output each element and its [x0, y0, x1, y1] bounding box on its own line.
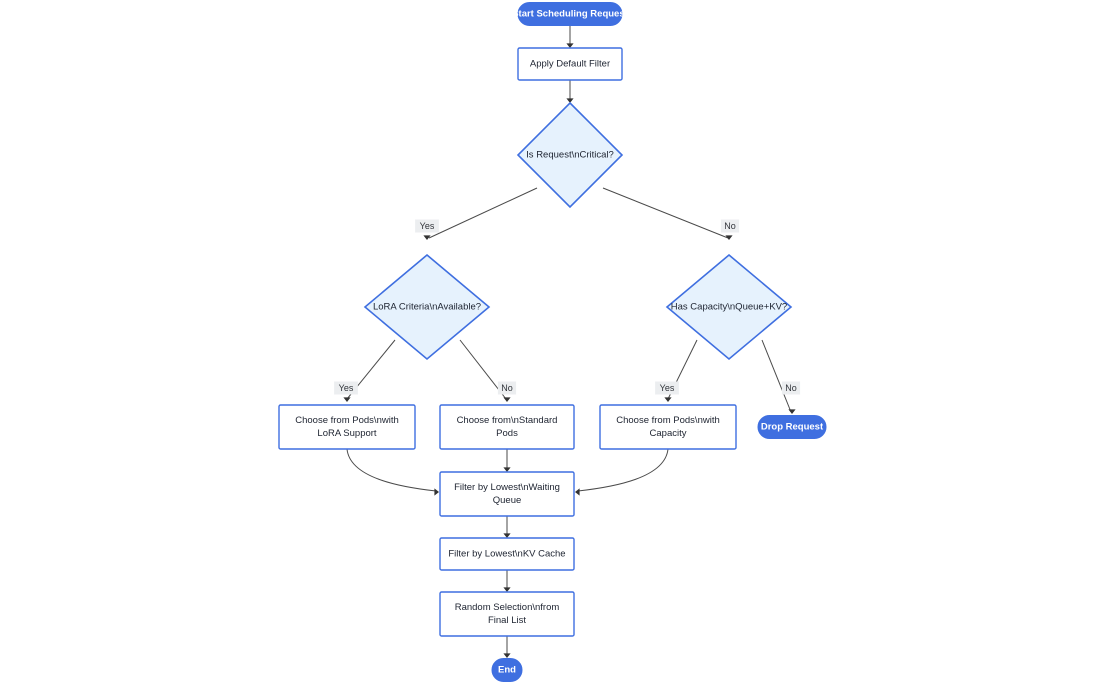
edge-arrowhead	[566, 98, 574, 103]
terminal-shape[interactable]	[757, 415, 827, 439]
decision-shape[interactable]	[516, 101, 624, 209]
node-label: Choose from Pods\nwith	[616, 415, 720, 426]
node-lora-criteria-available[interactable]: LoRA Criteria\nAvailable?	[363, 253, 491, 361]
process-shape[interactable]	[439, 537, 575, 571]
edge-label-background	[781, 381, 801, 395]
node-label: LoRA Support	[317, 428, 377, 439]
node-label: Choose from\nStandard	[457, 415, 558, 426]
node-label: Filter by Lowest\nKV Cache	[448, 549, 565, 560]
edge-label-background	[720, 219, 740, 233]
edge-label-text: Yes	[420, 221, 435, 231]
node-label: Apply Default Filter	[530, 59, 610, 70]
edge-label-background	[497, 381, 517, 395]
edge-choose-capacity-pods-to-filter-waiting-queue	[575, 448, 669, 496]
edge-apply-default-filter-to-is-request-critical	[566, 80, 574, 103]
node-start[interactable]: Start Scheduling Request	[512, 2, 629, 26]
edge-is-request-critical-to-lora-criteria-available	[423, 187, 538, 240]
edge-arrowhead	[503, 397, 511, 402]
node-end[interactable]: End	[491, 658, 523, 682]
terminal-shape[interactable]	[491, 658, 523, 682]
edge-label-text: No	[785, 383, 797, 393]
edge-line	[346, 448, 437, 492]
process-shape[interactable]	[599, 404, 737, 450]
node-label: Start Scheduling Request	[512, 9, 628, 20]
node-label: Capacity	[650, 428, 687, 439]
node-label: Random Selection\nfrom	[455, 602, 560, 613]
edge-choose-lora-pods-to-filter-waiting-queue	[346, 448, 439, 496]
edge-label-no-has-capacity: No	[720, 219, 740, 233]
node-label: Drop Request	[761, 422, 824, 433]
node-label: Has Capacity\nQueue+KV?	[671, 302, 787, 313]
decision-shape[interactable]	[665, 253, 793, 361]
node-label: LoRA Criteria\nAvailable?	[373, 302, 481, 313]
edge-label-text: No	[724, 221, 736, 231]
process-shape[interactable]	[439, 591, 575, 637]
edge-label-background	[415, 219, 439, 233]
edge-arrowhead	[343, 397, 351, 402]
terminal-shape[interactable]	[517, 2, 623, 26]
edge-arrowhead	[566, 43, 574, 48]
edge-label-background	[334, 381, 358, 395]
edge-start-to-apply-default-filter	[566, 26, 574, 48]
node-label: Pods	[496, 428, 518, 439]
edge-arrowhead	[664, 397, 672, 402]
node-label: Is Request\nCritical?	[526, 150, 614, 161]
edge-arrowhead	[725, 235, 733, 240]
edge-arrowhead	[423, 235, 431, 240]
edge-arrowhead	[503, 653, 511, 658]
edge-line	[577, 448, 669, 492]
edge-label-yes-lora-criteria-available: Yes	[415, 219, 439, 233]
edge-line	[428, 187, 538, 239]
edge-label-text: Yes	[660, 383, 675, 393]
node-label: Queue	[493, 495, 522, 506]
node-drop-request[interactable]: Drop Request	[757, 415, 827, 439]
process-shape[interactable]	[517, 47, 623, 81]
process-shape[interactable]	[439, 404, 575, 450]
edge-random-selection-to-end	[503, 636, 511, 658]
edge-choose-standard-pods-to-filter-waiting-queue	[503, 449, 511, 472]
edge-label-text: Yes	[339, 383, 354, 393]
edge-label-yes-choose-capacity-pods: Yes	[655, 381, 679, 395]
edge-label-text: No	[501, 383, 513, 393]
node-filter-kv-cache[interactable]: Filter by Lowest\nKV Cache	[439, 537, 575, 571]
edge-arrowhead	[503, 467, 511, 472]
process-shape[interactable]	[278, 404, 416, 450]
node-label: Filter by Lowest\nWaiting	[454, 482, 560, 493]
node-label: Final List	[488, 615, 526, 626]
edge-arrowhead	[503, 533, 511, 538]
node-has-capacity[interactable]: Has Capacity\nQueue+KV?	[665, 253, 793, 361]
node-label: Choose from Pods\nwith	[295, 415, 399, 426]
edge-has-capacity-to-drop-request	[761, 339, 796, 414]
node-is-request-critical[interactable]: Is Request\nCritical?	[516, 101, 624, 209]
edge-label-yes-choose-lora-pods: Yes	[334, 381, 358, 395]
edge-label-no-drop-request: No	[781, 381, 801, 395]
edge-filter-waiting-queue-to-filter-kv-cache	[503, 516, 511, 538]
edge-is-request-critical-to-has-capacity	[602, 187, 733, 240]
edge-arrowhead	[503, 587, 511, 592]
node-apply-default-filter[interactable]: Apply Default Filter	[517, 47, 623, 81]
edge-arrowhead	[434, 488, 439, 496]
edge-line	[602, 187, 729, 239]
edge-filter-kv-cache-to-random-selection	[503, 570, 511, 592]
edge-arrowhead	[788, 409, 796, 414]
edge-line	[761, 339, 792, 413]
edge-label-background	[655, 381, 679, 395]
node-label: End	[498, 665, 516, 676]
edge-label-no-choose-standard-pods: No	[497, 381, 517, 395]
decision-shape[interactable]	[363, 253, 491, 361]
process-shape[interactable]	[439, 471, 575, 517]
edge-arrowhead	[575, 488, 580, 496]
